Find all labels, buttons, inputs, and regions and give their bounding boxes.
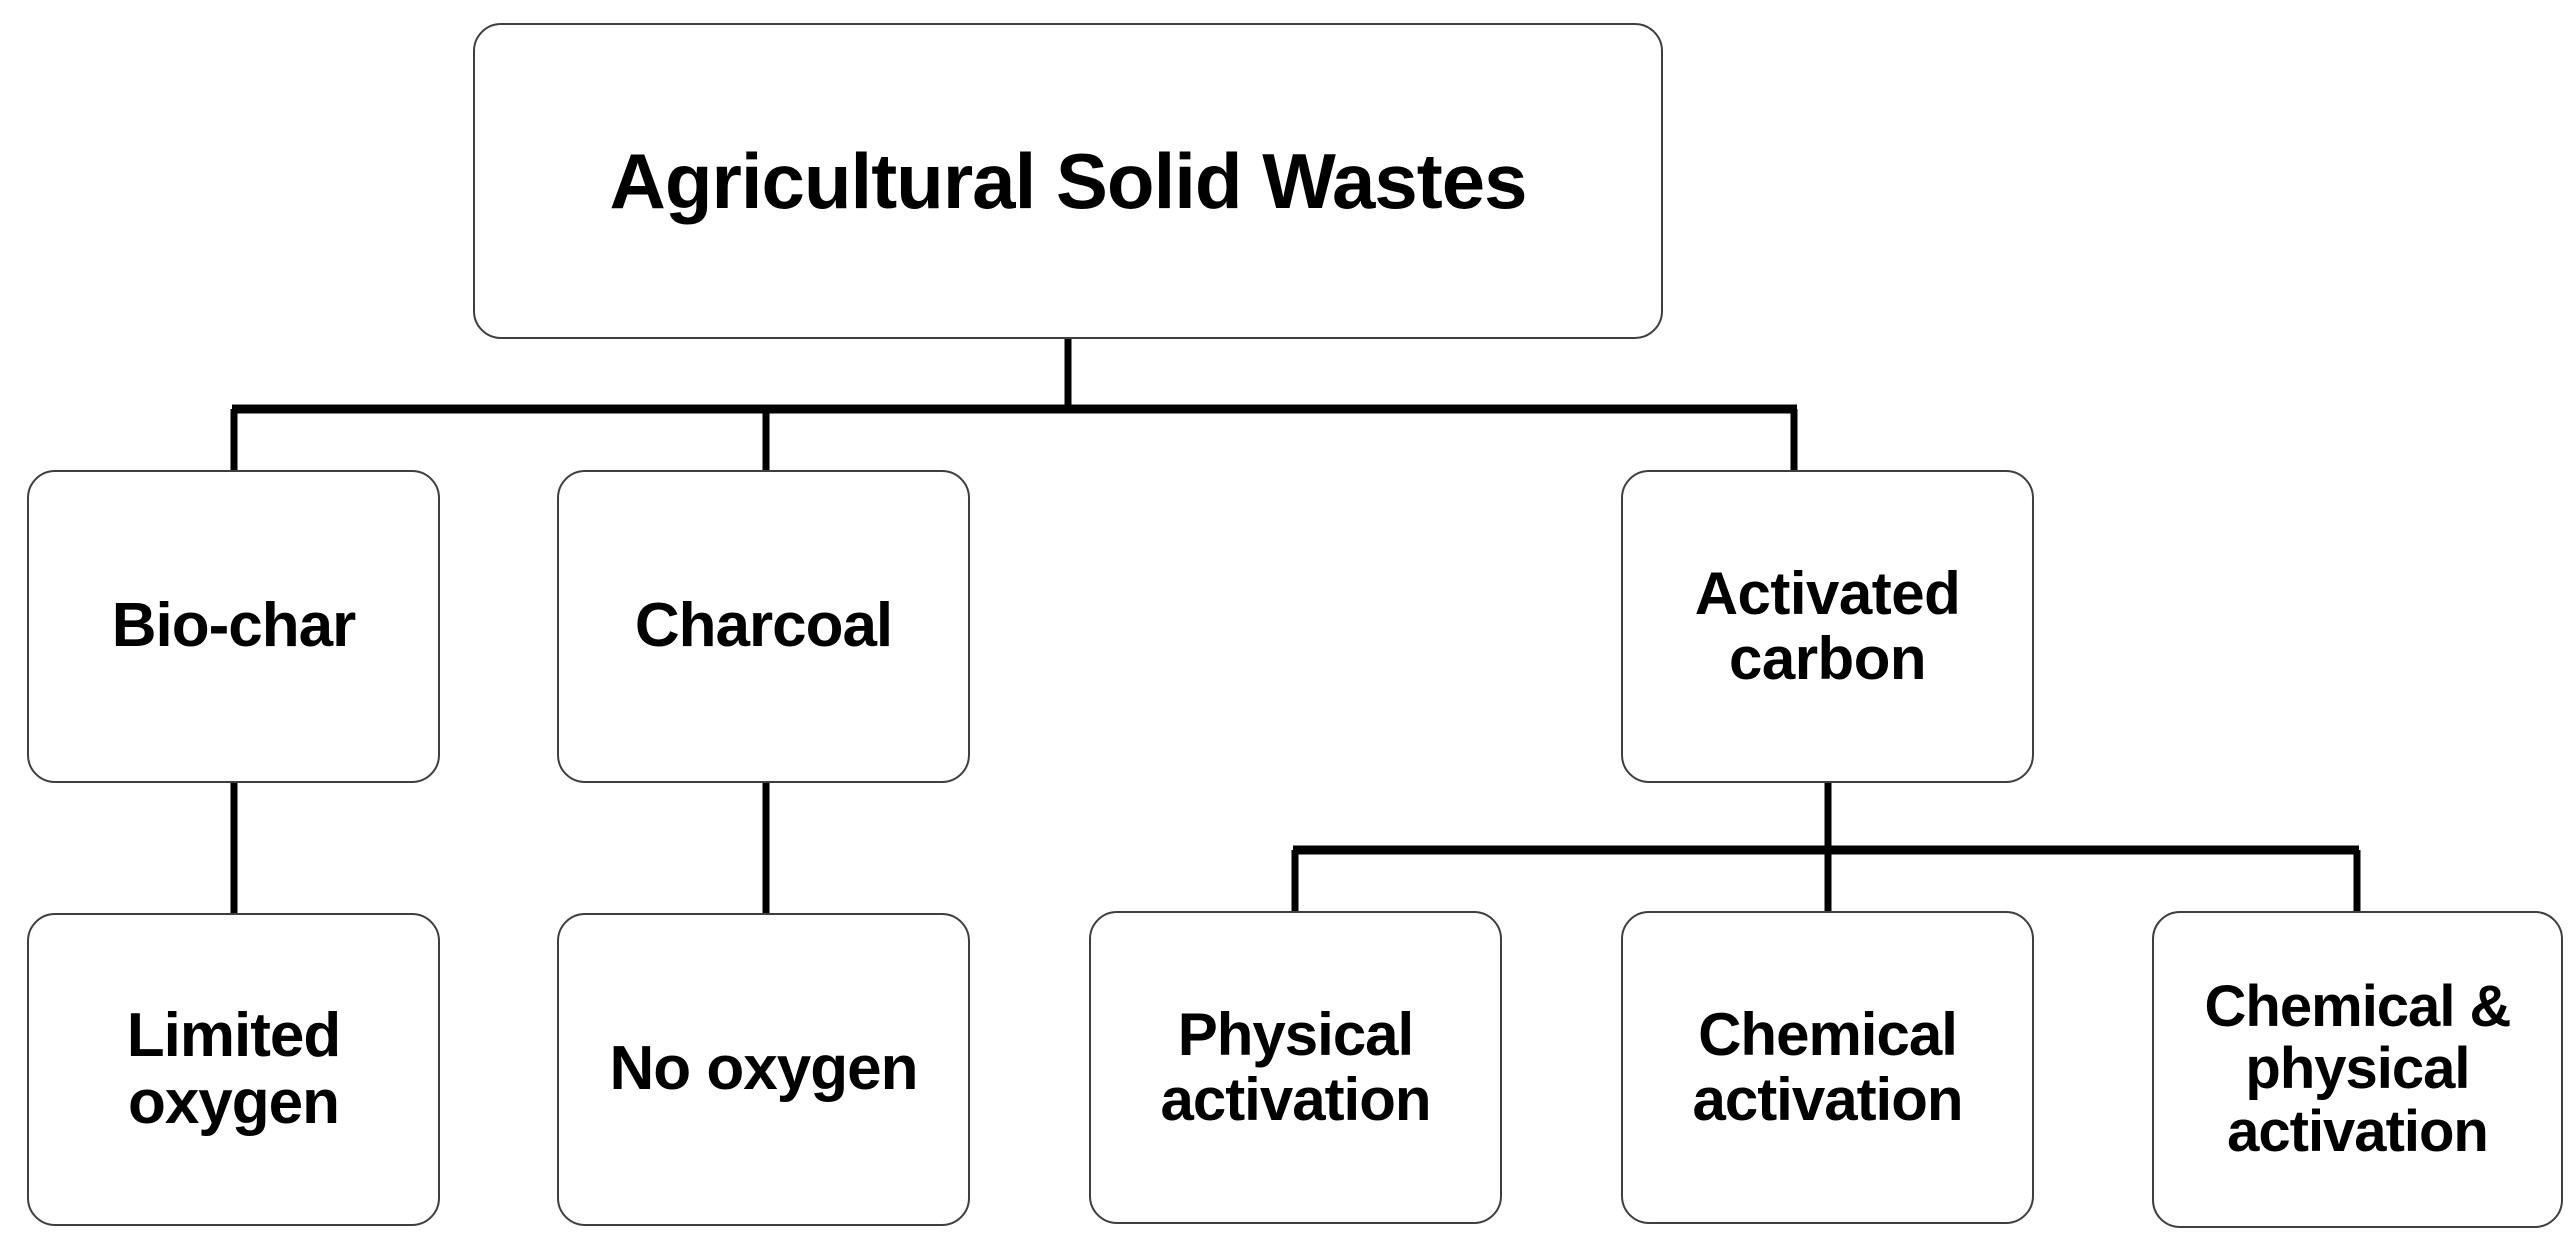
node-chemical-physical-activation[interactable]: Chemical & physical activation — [2152, 911, 2563, 1228]
node-physical-activation[interactable]: Physical activation — [1089, 911, 1502, 1224]
node-no-oxygen[interactable]: No oxygen — [557, 913, 970, 1226]
node-charcoal[interactable]: Charcoal — [557, 470, 970, 783]
node-label-charcoal: Charcoal — [634, 591, 893, 661]
node-label-chemical-activation: Chemical activation — [1692, 1000, 1963, 1133]
node-agricultural-solid-wastes[interactable]: Agricultural Solid Wastes — [473, 23, 1663, 339]
node-label-physical-activation: Physical activation — [1160, 1000, 1431, 1133]
node-activated-carbon[interactable]: Activated carbon — [1621, 470, 2034, 783]
node-label-limited-oxygen: Limited oxygen — [126, 1000, 341, 1137]
node-label-chemical-physical-activation: Chemical & physical activation — [2204, 973, 2512, 1164]
node-label-no-oxygen: No oxygen — [609, 1034, 919, 1104]
node-bio-char[interactable]: Bio-char — [27, 470, 440, 783]
node-label-activated-carbon: Activated carbon — [1694, 559, 1961, 692]
node-label-bio-char: Bio-char — [111, 591, 356, 661]
node-limited-oxygen[interactable]: Limited oxygen — [27, 913, 440, 1226]
node-label-root: Agricultural Solid Wastes — [609, 136, 1528, 225]
node-chemical-activation[interactable]: Chemical activation — [1621, 911, 2034, 1224]
